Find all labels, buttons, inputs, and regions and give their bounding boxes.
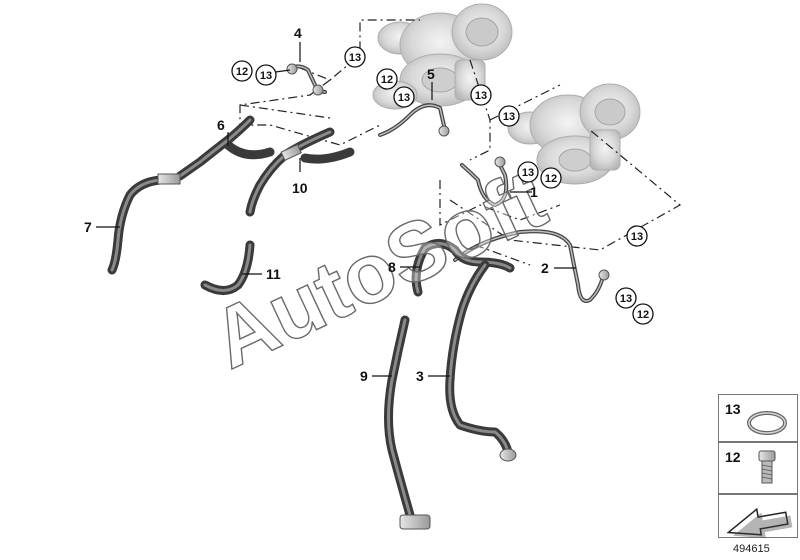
circled-13: 13 <box>615 287 637 309</box>
svg-text:12: 12 <box>381 74 393 86</box>
svg-text:12: 12 <box>236 66 248 78</box>
legend-item-sealing-ring: 13 <box>718 394 798 442</box>
callout-2: 2 <box>541 260 549 276</box>
hose-6 <box>175 115 275 181</box>
callout-6: 6 <box>217 117 225 133</box>
svg-text:13: 13 <box>398 92 410 104</box>
svg-text:13: 13 <box>260 70 272 82</box>
svg-text:13: 13 <box>475 90 487 102</box>
callout-8: 8 <box>388 259 396 275</box>
callout-7: 7 <box>84 219 92 235</box>
svg-text:13: 13 <box>349 52 361 64</box>
callout-10: 10 <box>292 180 308 196</box>
navigation-arrow-box[interactable] <box>718 494 798 539</box>
svg-text:13: 13 <box>631 231 643 243</box>
svg-text:12: 12 <box>637 309 649 321</box>
circled-13: 13 <box>498 105 520 127</box>
circled-13: 13 <box>626 225 648 247</box>
svg-text:12: 12 <box>545 173 557 185</box>
sealing-ring-icon <box>747 411 787 435</box>
callout-4: 4 <box>294 25 302 41</box>
circled-13: 13 <box>344 46 366 68</box>
hose-7 <box>107 173 181 275</box>
leader-lines <box>96 42 576 377</box>
callout-11: 11 <box>266 266 281 282</box>
hose-10 <box>245 127 355 217</box>
hose-11 <box>200 240 255 295</box>
svg-text:13: 13 <box>503 111 515 123</box>
oil-pipe-4 <box>286 63 327 96</box>
legend-item-banjo-bolt: 12 <box>718 442 798 494</box>
oil-pipe-2 <box>453 229 610 303</box>
circled-12: 12 <box>540 167 562 189</box>
circled-13: 13 <box>470 84 492 106</box>
circled-12: 12 <box>231 60 253 82</box>
oil-pipe-1 <box>460 156 509 207</box>
svg-text:13: 13 <box>620 293 632 305</box>
callout-9: 9 <box>360 368 368 384</box>
circled-13: 13 <box>517 161 539 183</box>
callout-5: 5 <box>427 66 435 82</box>
banjo-bolt-icon <box>758 450 776 484</box>
legend-number: 12 <box>725 449 741 465</box>
legend-number: 13 <box>725 401 741 417</box>
circled-13: 13 <box>393 86 415 108</box>
callouts: 4 5 6 10 7 11 8 9 3 1 2 <box>84 25 549 384</box>
circled-12: 12 <box>376 68 398 90</box>
navigation-arrow-icon <box>726 507 793 539</box>
hose-8 <box>411 239 515 297</box>
svg-text:13: 13 <box>522 167 534 179</box>
callout-3: 3 <box>416 368 424 384</box>
hose-3 <box>445 260 517 462</box>
circled-13: 13 <box>255 64 277 86</box>
diagram-number: 494615 <box>733 543 770 555</box>
circled-12: 12 <box>632 303 654 325</box>
callout-1: 1 <box>530 184 538 200</box>
hose-9 <box>384 315 431 530</box>
circled-callouts: 12 13 13 12 13 13 13 13 12 13 13 12 <box>231 46 654 325</box>
oil-pipe-5 <box>378 103 450 137</box>
